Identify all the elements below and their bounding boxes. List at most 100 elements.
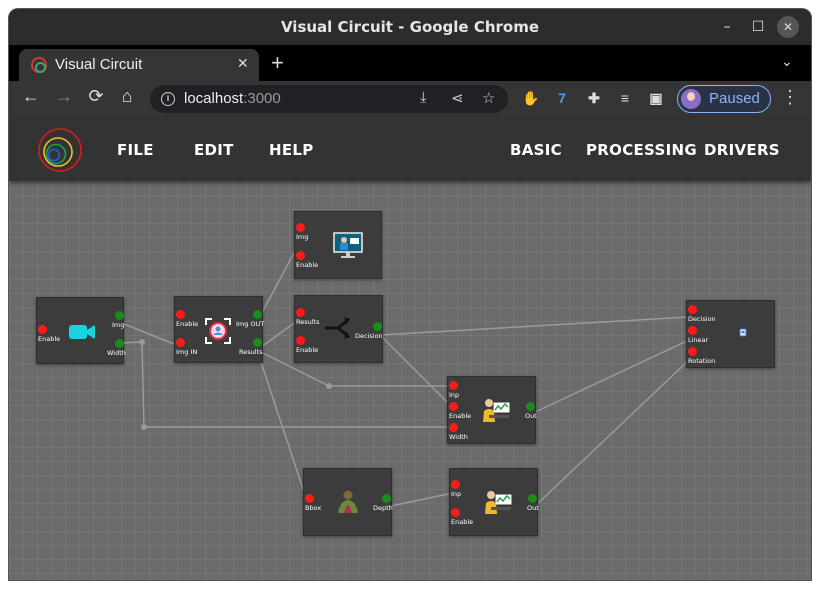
port-label-inp: Inp: [451, 490, 462, 498]
port-enable-input[interactable]: [451, 508, 460, 517]
port-img-output[interactable]: [253, 310, 262, 319]
port-results-input[interactable]: [296, 308, 305, 317]
minimize-button[interactable]: –: [723, 19, 731, 35]
port-label-linear: Linear: [688, 336, 709, 344]
side-panel-icon[interactable]: ▣: [649, 90, 663, 106]
wire-pid1-to-motor[interactable]: [530, 339, 690, 415]
tab-strip: Visual Circuit ✕ + ⌄: [9, 45, 811, 81]
port-depth-output[interactable]: [382, 494, 391, 503]
port-label-enable: Enable: [296, 261, 319, 269]
camera-node[interactable]: Enable Img Width: [36, 297, 126, 364]
screen-node[interactable]: Img Enable: [294, 211, 382, 279]
menu-help[interactable]: HELP: [269, 141, 314, 159]
tab-visual-circuit[interactable]: Visual Circuit ✕: [19, 49, 259, 81]
wire-decision-to-pid1-enable[interactable]: [379, 334, 453, 408]
port-width-output[interactable]: [115, 339, 124, 348]
home-button[interactable]: ⌂: [121, 86, 133, 106]
title-bar: Visual Circuit - Google Chrome – ☐ ✕: [9, 9, 811, 45]
bookmark-star-icon[interactable]: ☆: [482, 90, 496, 107]
menu-drivers[interactable]: DRIVERS: [704, 141, 780, 159]
forward-button[interactable]: →: [55, 86, 73, 106]
share-icon[interactable]: ⋖: [451, 90, 464, 107]
depth-person-icon: [338, 490, 358, 513]
port-inp-input[interactable]: [449, 381, 458, 390]
port-img-input[interactable]: [176, 338, 185, 347]
info-icon[interactable]: i: [161, 92, 175, 106]
motor-driver-node[interactable]: Decision Linear Rotation: [686, 300, 775, 368]
extension-stop-icon[interactable]: ✋: [522, 90, 540, 106]
pid-controller-node[interactable]: Inp Enable Out: [449, 468, 539, 536]
profile-button[interactable]: Paused: [677, 85, 771, 113]
wire-detector-to-decision[interactable]: [256, 320, 298, 351]
port-linear-input[interactable]: [688, 326, 697, 335]
avatar: [681, 89, 701, 109]
reload-button[interactable]: ⟳: [88, 86, 104, 106]
url-text[interactable]: localhost:3000: [184, 90, 281, 107]
pid-control-icon: [483, 399, 511, 422]
back-button[interactable]: ←: [22, 86, 40, 106]
port-label-img: Img: [296, 233, 309, 241]
port-decision-output[interactable]: [373, 322, 382, 331]
new-tab-button[interactable]: +: [271, 50, 284, 75]
tab-search-icon[interactable]: ⌄: [781, 53, 793, 69]
wire-camera-img-to-detector[interactable]: [118, 321, 180, 347]
extension-translate-icon[interactable]: 7: [558, 90, 566, 106]
tab-close-icon[interactable]: ✕: [237, 55, 249, 71]
robot-driver-icon: [739, 328, 747, 337]
port-img-input[interactable]: [296, 223, 305, 232]
pid-controller-node[interactable]: Inp Enable Width Out: [447, 376, 537, 444]
port-decision-input[interactable]: [688, 305, 697, 314]
monitor-icon: [333, 232, 363, 258]
port-label-decision: Decision: [355, 332, 383, 340]
decision-node[interactable]: Results Enable Decision: [294, 295, 383, 363]
port-out-output[interactable]: [528, 494, 537, 503]
circuit-canvas[interactable]: Enable Img Width Enable Img IN Img OUT R…: [9, 181, 811, 580]
maximize-button[interactable]: ☐: [751, 19, 765, 35]
wire-detector-to-screen[interactable]: [256, 250, 296, 323]
address-bar[interactable]: i localhost:3000 ⤓ ⋖ ☆: [150, 85, 508, 113]
port-label-decision: Decision: [688, 315, 716, 323]
wire-depth-to-pid2[interactable]: [390, 492, 454, 507]
port-label-img: Img: [112, 321, 125, 329]
wire-camera-width-to-pid[interactable]: [118, 341, 452, 428]
media-control-icon[interactable]: ≡: [620, 90, 630, 106]
window-title: Visual Circuit - Google Chrome: [280, 18, 540, 36]
port-enable-input[interactable]: [296, 251, 305, 260]
port-label-enable: Enable: [296, 346, 319, 354]
port-label-bbox: Bbox: [305, 504, 322, 512]
browser-menu-icon[interactable]: ⋮: [781, 87, 799, 107]
browser-toolbar: ← → ⟳ ⌂ i localhost:3000 ⤓ ⋖ ☆ ✋ 7 ✚ ≡ ▣…: [9, 81, 811, 117]
close-window-button[interactable]: ✕: [777, 16, 799, 38]
port-results-output[interactable]: [253, 338, 262, 347]
install-icon[interactable]: ⤓: [420, 89, 427, 106]
port-width-input[interactable]: [449, 423, 458, 432]
menu-file[interactable]: FILE: [117, 141, 154, 159]
wire-pid2-to-motor[interactable]: [533, 359, 690, 508]
wire-decision-to-motor[interactable]: [379, 316, 690, 336]
menu-edit[interactable]: EDIT: [194, 141, 234, 159]
port-enable-input[interactable]: [449, 402, 458, 411]
extensions-puzzle-icon[interactable]: ✚: [588, 90, 600, 106]
visual-circuit-logo[interactable]: [37, 127, 83, 173]
port-label-enable: Enable: [451, 518, 474, 526]
port-label-img-out: Img OUT: [236, 320, 265, 328]
detector-node[interactable]: Enable Img IN Img OUT Results: [174, 296, 265, 363]
wire-detector-to-depth[interactable]: [256, 349, 307, 499]
port-label-out: Out: [527, 504, 539, 512]
port-inp-input[interactable]: [451, 480, 460, 489]
depth-estimator-node[interactable]: Bbox Depth: [303, 468, 393, 536]
port-enable-input[interactable]: [296, 336, 305, 345]
port-bbox-input[interactable]: [305, 494, 314, 503]
port-label-enable: Enable: [176, 320, 199, 328]
menu-processing[interactable]: PROCESSING: [586, 141, 697, 159]
video-camera-icon: [69, 325, 95, 339]
port-img-output[interactable]: [115, 311, 124, 320]
port-out-output[interactable]: [526, 402, 535, 411]
port-rotation-input[interactable]: [688, 347, 697, 356]
port-enable-input[interactable]: [38, 325, 47, 334]
port-enable-input[interactable]: [176, 310, 185, 319]
port-label-results: Results: [239, 348, 263, 356]
browser-window: Visual Circuit - Google Chrome – ☐ ✕ Vis…: [9, 9, 811, 580]
url-port: :3000: [243, 90, 281, 107]
menu-basic[interactable]: BASIC: [510, 141, 562, 159]
